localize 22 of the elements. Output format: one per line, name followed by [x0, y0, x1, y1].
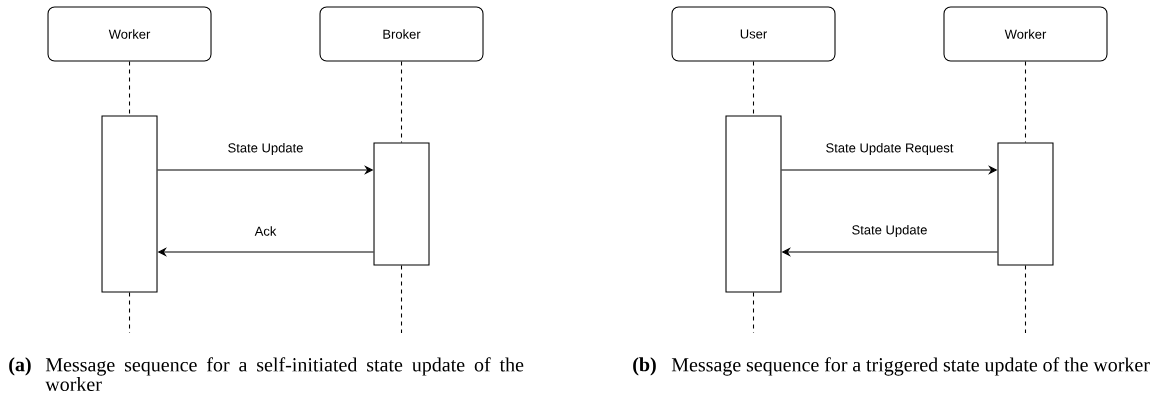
caption: Message sequence for a self-initiated state update of the worker: [45, 357, 524, 392]
lifeline: [1024, 265, 1027, 334]
edge-label: State Update: [850, 223, 929, 239]
activation-bar: [101, 115, 158, 293]
subfigure-tag: (a): [9, 357, 31, 376]
edge-label: Ack: [253, 224, 278, 238]
lifeline: [128, 292, 131, 334]
subfigure-tag: (b): [633, 357, 656, 376]
edge-label: State Update: [226, 141, 305, 157]
participant-box: Broker: [319, 6, 484, 62]
activation-bar: [725, 115, 782, 293]
lifeline: [1024, 61, 1027, 143]
participant-box: Worker: [47, 6, 212, 62]
lifeline: [400, 61, 403, 143]
caption: Message sequence for a triggered state update of the worker: [671, 357, 1150, 376]
activation-bar: [997, 142, 1054, 266]
lifeline: [400, 265, 403, 334]
lifeline: [752, 292, 755, 334]
edge-label: State Update Request: [824, 141, 955, 157]
participant-box: User: [671, 6, 836, 62]
activation-bar: [373, 142, 430, 266]
participant-box: Worker: [943, 6, 1108, 62]
